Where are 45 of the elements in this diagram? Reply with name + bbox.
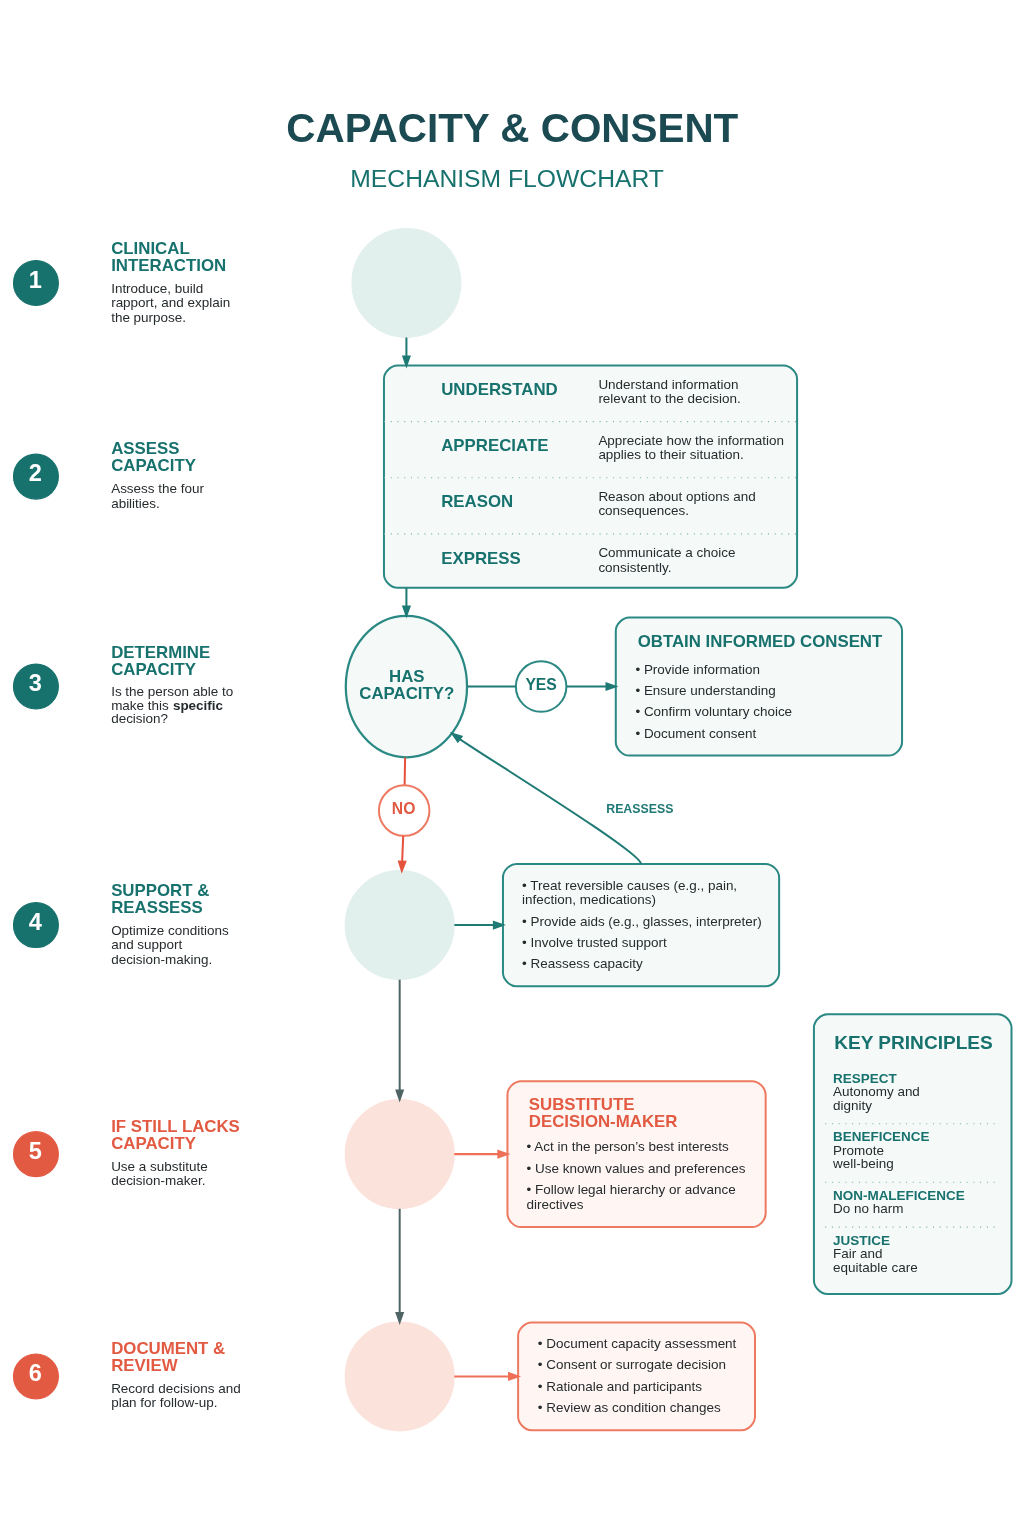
diagram-title: CAPACITY & CONSENT <box>285 104 738 151</box>
node-circle <box>350 227 461 338</box>
node-label: DOCUMENT & REVIEW <box>110 1338 225 1375</box>
node-box: SUBSTITUTE DECISION-MAKER • Act in the person’s best interests • Use known values and preferences • Follow legal hierarchy or advance directives <box>505 1079 767 1228</box>
arrow <box>394 1208 404 1325</box>
node-label: Optimize conditions and support decision-making. <box>110 922 229 967</box>
node-label: Is the person able to make this specific decision? <box>110 683 233 726</box>
node-circle: 4 <box>12 901 59 948</box>
node-circle <box>344 1098 455 1209</box>
arrow <box>453 1371 521 1381</box>
node-circle: YES <box>514 659 567 713</box>
arrow <box>401 337 411 369</box>
arrow <box>449 731 642 864</box>
node-label: ASSESS CAPACITY <box>110 438 196 475</box>
arrow <box>394 979 404 1103</box>
node-circle: 3 <box>12 663 59 710</box>
arrow <box>453 920 506 930</box>
node-circle: 6 <box>12 1352 59 1399</box>
node-circle: 5 <box>12 1130 59 1177</box>
node-circle: NO <box>377 783 430 837</box>
node-label: DETERMINE CAPACITY <box>110 642 210 679</box>
node-label: IF STILL LACKS CAPACITY <box>110 1116 240 1153</box>
node-ellipse: HAS CAPACITY? <box>344 614 468 758</box>
node-label: Use a substitute decision-maker. <box>110 1158 208 1188</box>
node-label: CLINICAL INTERACTION <box>110 238 226 275</box>
node-label: Introduce, build rapport, and explain the purpose. <box>110 280 230 325</box>
arrow <box>453 1149 510 1159</box>
arrow <box>566 681 619 691</box>
node-label: SUPPORT & REASSESS <box>110 880 209 917</box>
node-box: • Document capacity assessment • Consent or surrogate decision • Rationale and participants • Review as condition changes <box>516 1321 756 1431</box>
arrow <box>401 587 411 619</box>
label: MECHANISM FLOWCHART <box>349 164 664 192</box>
node-circle <box>344 869 455 980</box>
node-box: • Treat reversible causes (e.g., pain, infection, medications) • Provide aids (e.g., glasses, interpreter) • Involve trusted support • Reassess capacity <box>501 862 780 987</box>
arrow <box>397 835 407 874</box>
node-label: Assess the four abilities. <box>110 480 204 511</box>
edge-label: REASSESS <box>605 801 673 816</box>
node-circle <box>344 1320 455 1431</box>
node-circle: 1 <box>12 259 59 306</box>
node-circle: 2 <box>12 453 59 500</box>
connector <box>403 756 406 785</box>
node-box: KEY PRINCIPLES RESPECT Autonomy and dignity BENEFICENCE Promote well-being NON-MALEFICENCE Do no harm JUSTICE Fair and equitable care <box>812 1012 1012 1295</box>
node-label: Record decisions and plan for follow-up. <box>110 1380 241 1410</box>
connector <box>466 685 516 688</box>
node-box: OBTAIN INFORMED CONSENT • Provide information • Ensure understanding • Confirm voluntary choice • Document consent <box>614 616 903 757</box>
